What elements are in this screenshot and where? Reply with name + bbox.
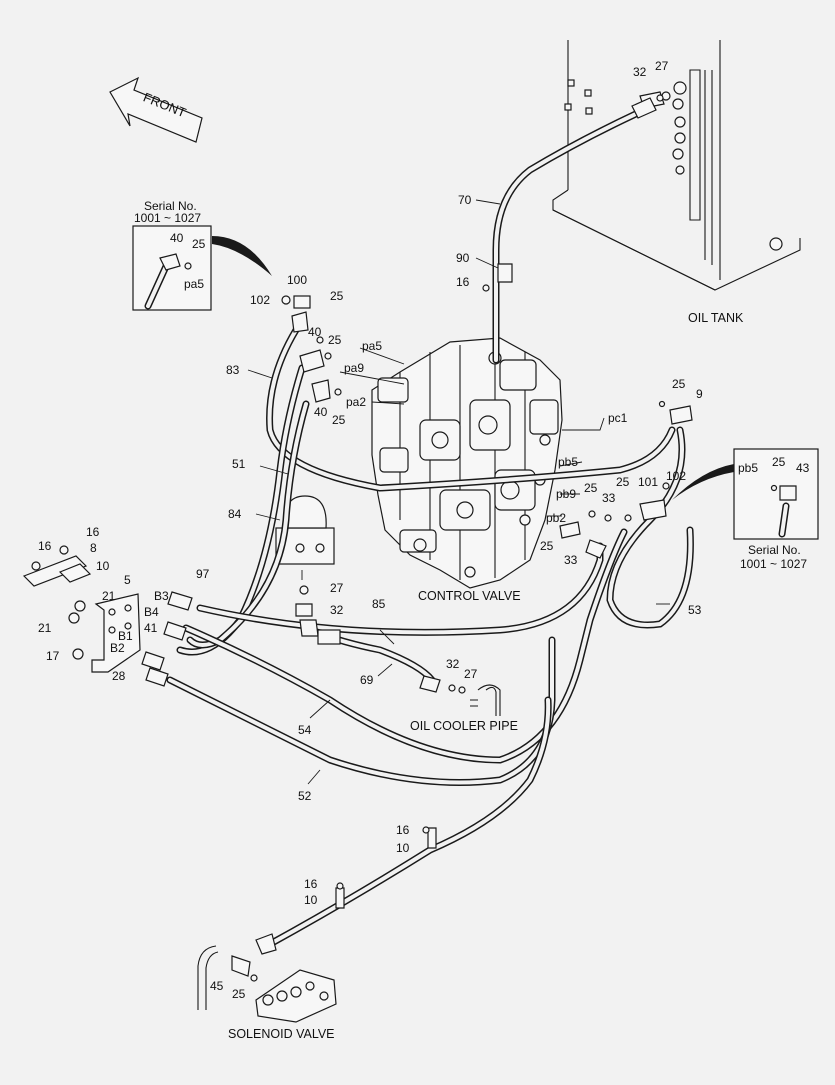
inset-right <box>672 448 819 540</box>
callout-label: 40 <box>308 325 322 339</box>
callout-label: 54 <box>298 723 312 737</box>
callout-label: B2 <box>110 641 125 655</box>
callout-label: 53 <box>688 603 702 617</box>
callout-label: 28 <box>112 669 126 683</box>
leader-lines <box>247 199 670 785</box>
callout-label: 25 <box>332 413 346 427</box>
inset-left-serial-range: 1001 ~ 1027 <box>134 211 201 225</box>
callout-label: 16 <box>304 877 318 891</box>
inset-left-serial-title: Serial No. <box>144 199 197 213</box>
control-valve <box>371 337 563 589</box>
callout-label: pb2 <box>546 511 566 525</box>
inset-left-label: 40 <box>170 231 184 245</box>
callout-label: 41 <box>144 621 158 635</box>
accumulator <box>275 495 335 565</box>
hoses <box>166 108 694 948</box>
callout-label: 16 <box>456 275 470 289</box>
callout-label: 10 <box>96 559 110 573</box>
callout-label: 90 <box>456 251 470 265</box>
inset-right-label: 43 <box>796 461 810 475</box>
callout-label: 25 <box>672 377 686 391</box>
callout-label: pc1 <box>608 411 628 425</box>
callout-label: 16 <box>86 525 100 539</box>
callout-label: 32 <box>633 65 647 79</box>
inset-right-label: pb5 <box>738 461 758 475</box>
callout-label: 10 <box>396 841 410 855</box>
callout-label: 100 <box>287 273 307 287</box>
callout-label: 69 <box>360 673 374 687</box>
brackets <box>22 545 141 673</box>
callout-label: 32 <box>330 603 344 617</box>
callout-label: 51 <box>232 457 246 471</box>
inset-left-label: 25 <box>192 237 206 251</box>
caption-control-valve: CONTROL VALVE <box>418 589 521 603</box>
callout-label: pb5 <box>558 455 578 469</box>
oil-cooler-pipe <box>470 684 501 716</box>
callout-label: 52 <box>298 789 312 803</box>
caption-solenoid-valve: SOLENOID VALVE <box>228 1027 335 1041</box>
callout-label: 16 <box>38 539 52 553</box>
callout-label: 102 <box>250 293 270 307</box>
callout-label: 33 <box>602 491 616 505</box>
callout-label: pa2 <box>346 395 366 409</box>
callout-label: 16 <box>396 823 410 837</box>
callout-label: 27 <box>330 581 344 595</box>
fittings <box>141 94 693 982</box>
callout-label: 25 <box>232 987 246 1001</box>
callout-label: 27 <box>464 667 478 681</box>
callout-label: 21 <box>102 589 116 603</box>
callout-label: 102 <box>666 469 686 483</box>
inset-right-label: 25 <box>772 455 786 469</box>
callout-label: 27 <box>655 59 669 73</box>
callouts: 32 27 70 90 16 100 102 25 40 25 pa5 pa9 … <box>38 59 703 1001</box>
callout-label: 97 <box>196 567 210 581</box>
caption-oil-tank: OIL TANK <box>688 311 744 325</box>
callout-label: B3 <box>154 589 169 603</box>
callout-label: 83 <box>226 363 240 377</box>
callout-label: 45 <box>210 979 224 993</box>
callout-label: 9 <box>696 387 703 401</box>
inset-left-label: pa5 <box>184 277 204 291</box>
callout-label: B1 <box>118 629 133 643</box>
solenoid-valve <box>197 945 337 1023</box>
callout-label: 40 <box>314 405 328 419</box>
callout-label: 10 <box>304 893 318 907</box>
oil-tank <box>552 40 801 291</box>
inset-right-serial-title: Serial No. <box>748 543 801 557</box>
callout-label: 25 <box>584 481 598 495</box>
callout-label: 25 <box>540 539 554 553</box>
callout-label: 5 <box>124 573 131 587</box>
callout-label: B4 <box>144 605 159 619</box>
callout-label: 32 <box>446 657 460 671</box>
callout-label: 101 <box>638 475 658 489</box>
caption-oil-cooler-pipe: OIL COOLER PIPE <box>410 719 518 733</box>
callout-label: pa5 <box>362 339 382 353</box>
callout-label: 25 <box>330 289 344 303</box>
callout-label: pa9 <box>344 361 364 375</box>
callout-label: 70 <box>458 193 472 207</box>
inset-right-serial-range: 1001 ~ 1027 <box>740 557 807 571</box>
callout-label: 17 <box>46 649 60 663</box>
callout-label: 25 <box>328 333 342 347</box>
callout-label: 33 <box>564 553 578 567</box>
callout-label: 84 <box>228 507 242 521</box>
callout-label: 8 <box>90 541 97 555</box>
callout-label: 25 <box>616 475 630 489</box>
callout-label: 85 <box>372 597 386 611</box>
front-arrow: FRONT <box>109 76 203 143</box>
inset-left <box>132 225 272 311</box>
callout-label: 21 <box>38 621 52 635</box>
callout-label: pb9 <box>556 487 576 501</box>
